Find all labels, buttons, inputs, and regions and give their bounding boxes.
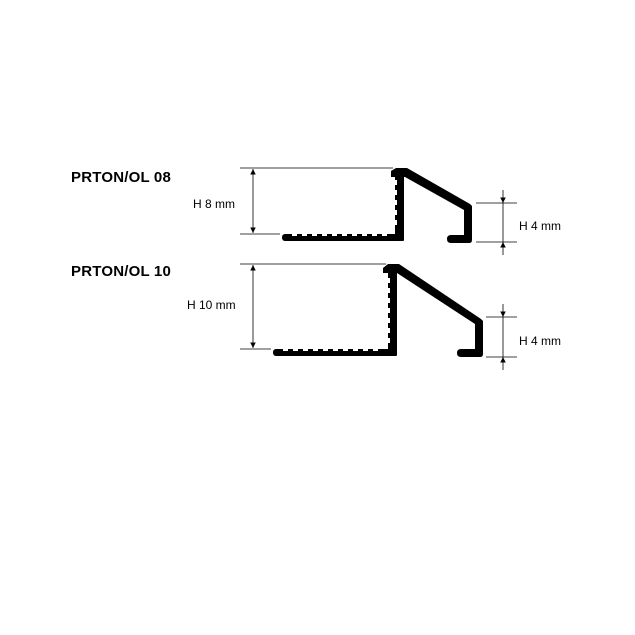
profile-08-title: PRTON/OL 08 bbox=[71, 169, 172, 186]
profile-10-title: PRTON/OL 10 bbox=[71, 263, 172, 280]
profile-10-shape bbox=[273, 264, 483, 357]
profile-08-height-label: H 8 mm bbox=[193, 197, 235, 211]
profile-08-nose-height-label: H 4 mm bbox=[519, 219, 561, 233]
profile-08-dimensions bbox=[240, 167, 517, 255]
profile-10-dimensions bbox=[240, 263, 517, 370]
profile-10-nose-height-label: H 4 mm bbox=[519, 334, 561, 348]
profile-10-height-label: H 10 mm bbox=[187, 298, 236, 312]
profile-08-shape bbox=[282, 168, 472, 243]
